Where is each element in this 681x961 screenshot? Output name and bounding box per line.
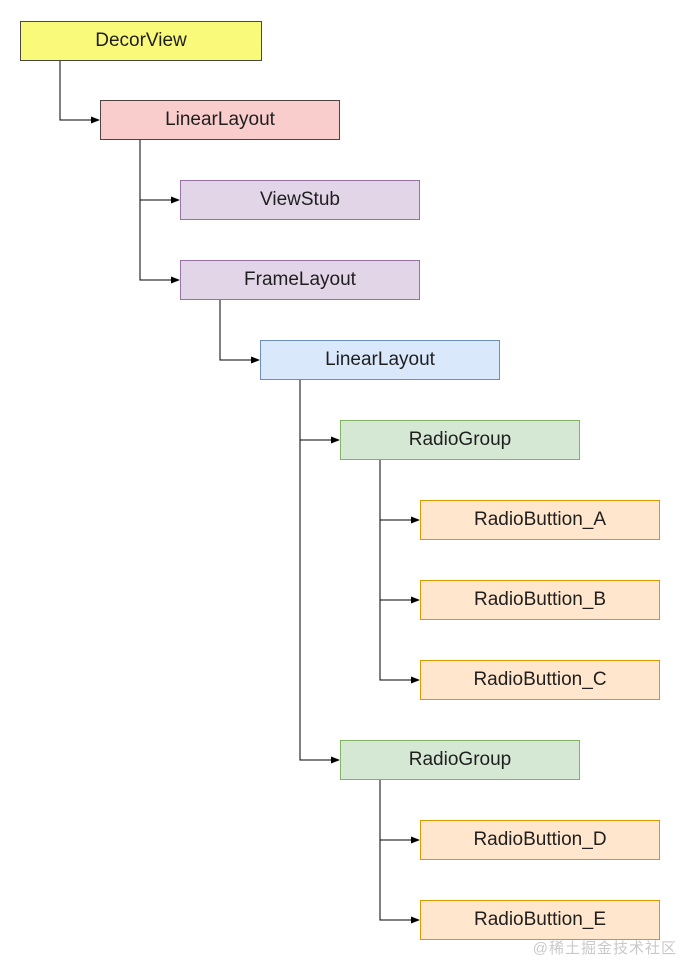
node-label: RadioButtion_C: [473, 669, 607, 690]
edge-framelayout-to-linearlayout2: [219, 300, 260, 364]
node-radiogroup-1: RadioGroup: [340, 420, 580, 460]
edge-decorview-to-linearlayout1: [59, 61, 100, 124]
edge-radiogroup2-to-buttion-e: [379, 780, 420, 924]
node-radiobuttion-d: RadioButtion_D: [420, 820, 660, 860]
edge-radiogroup1-to-buttion-c: [379, 460, 420, 684]
node-label: RadioGroup: [408, 749, 512, 770]
node-label: RadioGroup: [408, 429, 512, 450]
node-label: RadioButtion_A: [473, 509, 607, 530]
node-radiobuttion-b: RadioButtion_B: [420, 580, 660, 620]
node-radiobuttion-c: RadioButtion_C: [420, 660, 660, 700]
node-label: RadioButtion_E: [473, 909, 607, 930]
node-label: RadioButtion_D: [473, 829, 607, 850]
node-linearlayout-2: LinearLayout: [260, 340, 500, 380]
node-radiobuttion-a: RadioButtion_A: [420, 500, 660, 540]
node-label: DecorView: [95, 30, 187, 51]
edge-linearlayout2-to-radiogroup2: [299, 380, 340, 764]
node-label: RadioButtion_B: [473, 589, 607, 610]
node-label: LinearLayout: [325, 349, 435, 370]
node-label: FrameLayout: [244, 269, 356, 290]
node-linearlayout-1: LinearLayout: [100, 100, 340, 140]
node-viewstub: ViewStub: [180, 180, 420, 220]
node-label: LinearLayout: [165, 109, 275, 130]
edge-linearlayout1-to-framelayout: [139, 140, 180, 284]
watermark-text: @稀土掘金技术社区: [532, 940, 677, 957]
node-radiobuttion-e: RadioButtion_E: [420, 900, 660, 940]
node-label: ViewStub: [260, 189, 340, 210]
node-framelayout: FrameLayout: [180, 260, 420, 300]
node-decorview: DecorView: [20, 21, 262, 61]
node-radiogroup-2: RadioGroup: [340, 740, 580, 780]
